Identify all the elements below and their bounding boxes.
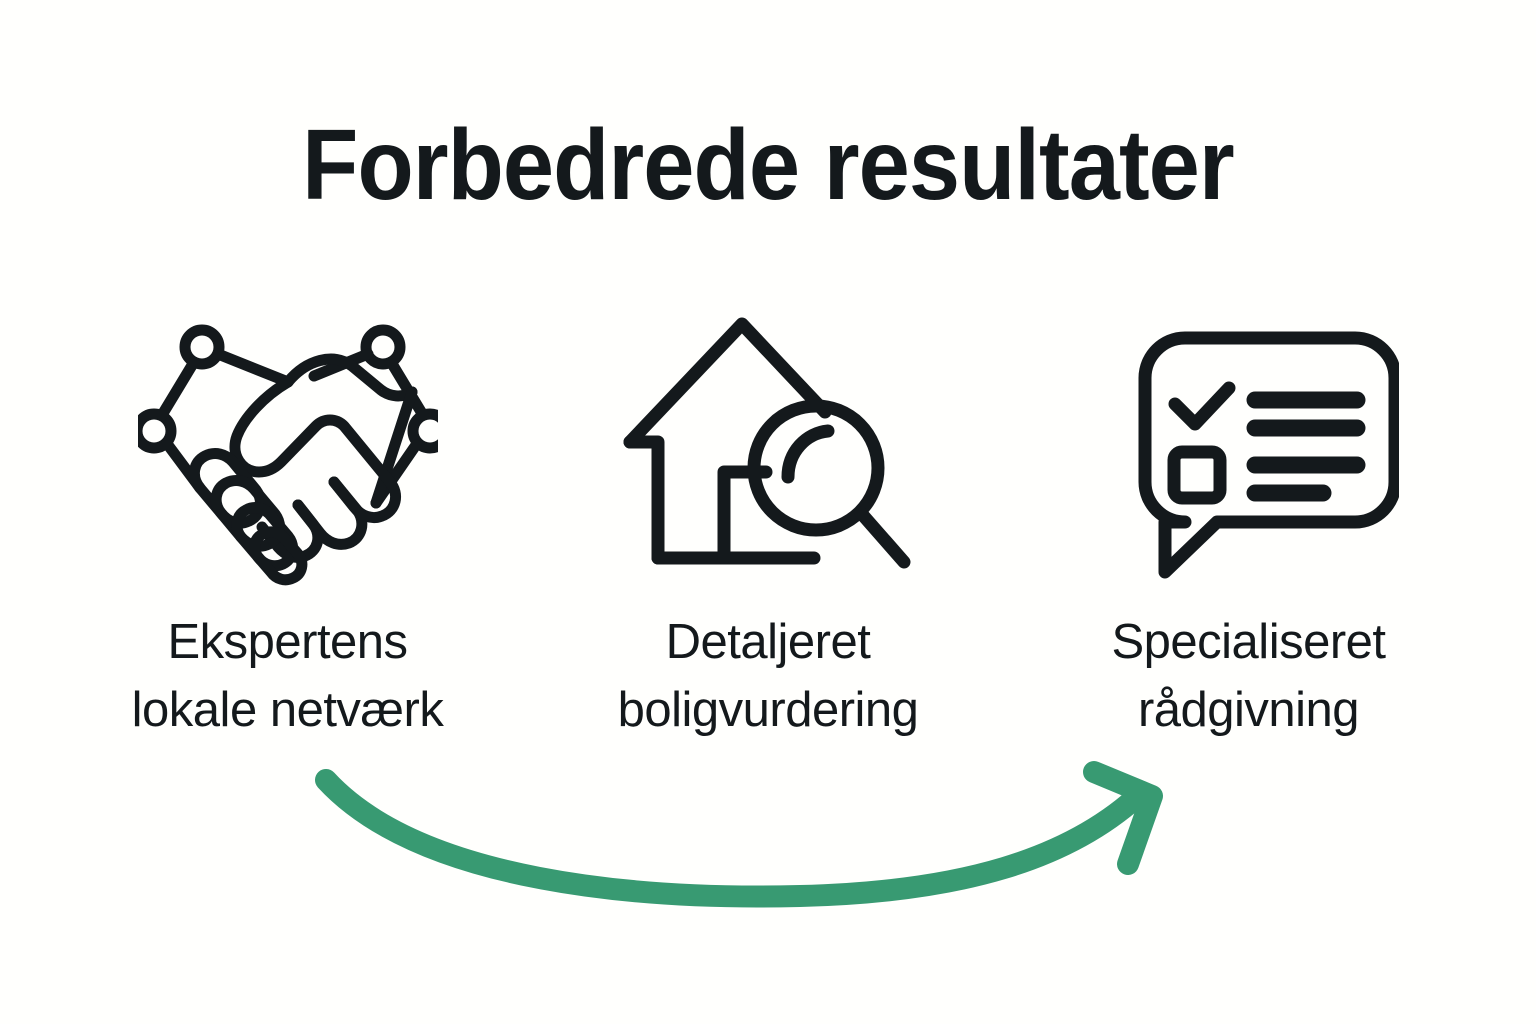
house-magnifier-icon: [618, 300, 918, 590]
feature-column-network: Ekspertens lokale netværk: [60, 300, 515, 744]
feature-columns: Ekspertens lokale netværk: [60, 300, 1476, 750]
feature-column-advice: Specialiseret rådgivning: [1021, 300, 1476, 744]
feature-label-valuation: Detaljeret boligvurdering: [617, 615, 919, 737]
speech-bubble-checklist-icon: [1099, 300, 1399, 590]
page-title: Forbedrede resultater: [302, 109, 1235, 221]
feature-label-network: Ekspertens lokale netværk: [131, 615, 444, 737]
handshake-network-icon: [137, 300, 438, 590]
curved-progress-arrow: [280, 750, 1220, 920]
feature-label-advice: Specialiseret rådgivning: [1111, 615, 1386, 737]
feature-column-valuation: Detaljeret boligvurdering: [541, 300, 996, 744]
